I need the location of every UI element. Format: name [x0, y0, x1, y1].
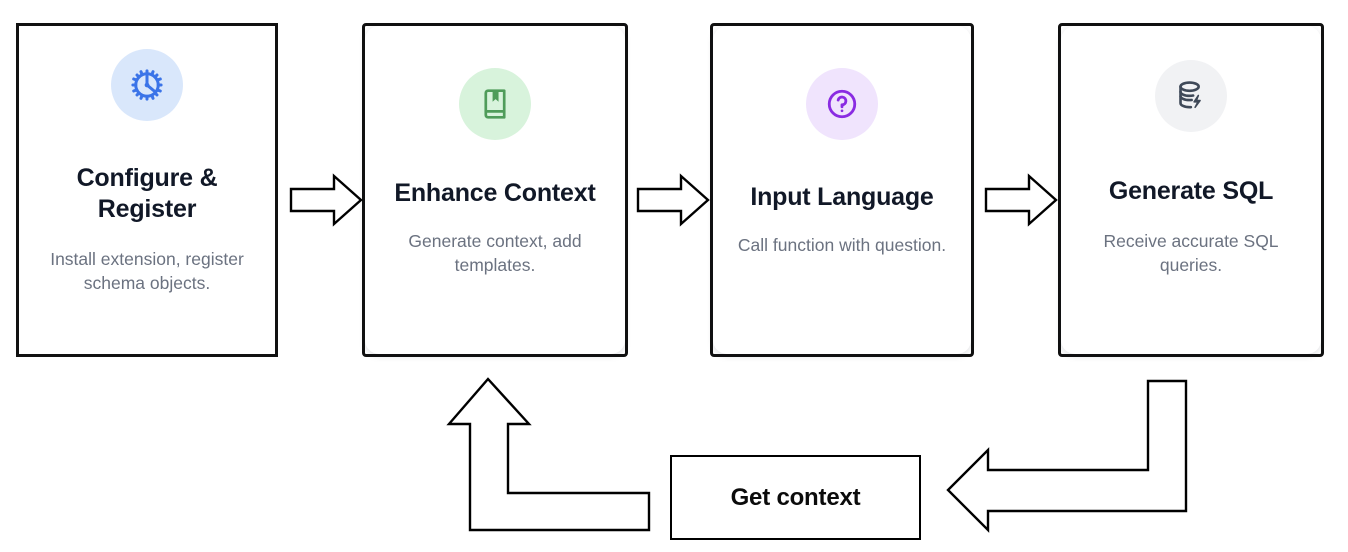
gear-icon: [128, 66, 166, 104]
step-card-enhance-context[interactable]: Enhance Context Generate context, add te…: [362, 23, 628, 357]
get-context-label: Get context: [730, 483, 861, 511]
gear-icon-badge: [111, 49, 183, 121]
book-bookmark-icon-badge: [459, 68, 531, 140]
step-description: Install extension, register schema objec…: [50, 249, 244, 294]
question-circle-icon: [825, 87, 859, 121]
book-bookmark-icon: [478, 87, 512, 121]
step-card-input-language[interactable]: Input Language Call function with questi…: [710, 23, 974, 357]
arrow-step1-to-step2: [289, 173, 363, 227]
step-description: Receive accurate SQL queries.: [1103, 231, 1279, 276]
step-card-generate-sql[interactable]: Generate SQL Receive accurate SQL querie…: [1058, 23, 1324, 357]
arrow-step2-to-step3: [636, 173, 710, 227]
arrow-step3-to-step4: [984, 173, 1058, 227]
arrow-step4-to-get-context: [946, 379, 1188, 533]
step-description: Call function with question.: [737, 235, 947, 255]
question-circle-icon-badge: [806, 68, 878, 140]
database-bolt-icon: [1174, 79, 1208, 113]
step-title: Enhance Context: [394, 179, 596, 207]
step-card-configure-register[interactable]: Configure & Register Install extension, …: [16, 23, 278, 357]
step-title: Generate SQL: [1108, 177, 1274, 205]
step-description: Generate context, add templates.: [408, 231, 582, 276]
get-context-box[interactable]: Get context: [670, 455, 921, 540]
database-bolt-icon-badge: [1155, 60, 1227, 132]
step-title: Configure & Register: [76, 164, 218, 223]
arrow-get-context-to-step2: [446, 377, 651, 532]
step-title: Input Language: [750, 183, 934, 211]
